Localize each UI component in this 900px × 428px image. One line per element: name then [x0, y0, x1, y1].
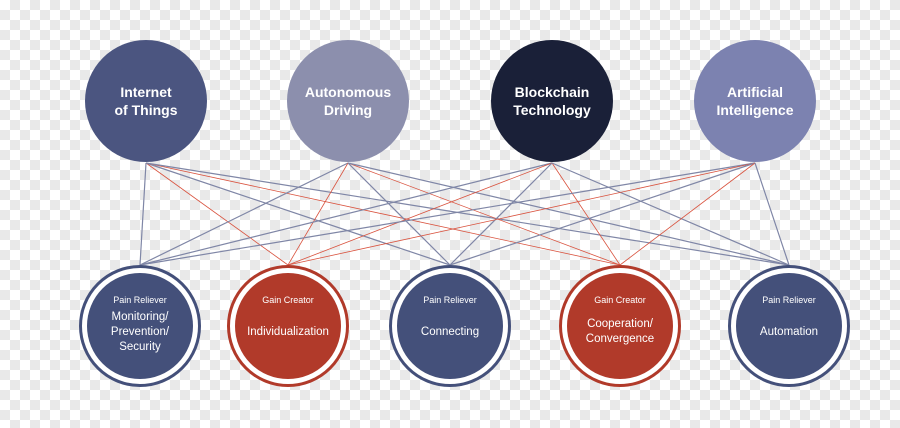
- outcome-label: Cooperation/ Convergence: [585, 318, 655, 345]
- outcome-type: Pain Reliever: [762, 295, 816, 305]
- connector-line: [449, 162, 553, 266]
- connector-line: [754, 162, 790, 266]
- connector-line: [347, 162, 790, 266]
- connector-line: [287, 162, 553, 266]
- outcome-label: Automation: [759, 325, 819, 338]
- connector-line: [139, 162, 349, 266]
- connector-line: [287, 162, 756, 266]
- tech-label-autonomous-driving: Autonomous Driving: [304, 84, 392, 118]
- outcome-node-individualization: Gain Creator Individualization: [227, 265, 349, 387]
- outcome-label: Individualization: [247, 325, 329, 338]
- tech-label-iot: Internet of Things: [114, 84, 178, 118]
- outcome-node-connecting: Pain Reliever Connecting: [389, 265, 511, 387]
- tech-node-iot: Internet of Things: [85, 40, 207, 162]
- connector-line: [139, 162, 147, 266]
- outcome-node-automation: Pain Reliever Automation: [728, 265, 850, 387]
- connector-line: [145, 162, 451, 266]
- connector-line: [145, 162, 790, 266]
- connector-line: [347, 162, 621, 266]
- connector-line: [139, 162, 756, 266]
- connector-line: [551, 162, 621, 266]
- outcome-node-monitoring: Pain Reliever Monitoring/ Prevention/ Se…: [79, 265, 201, 387]
- outcome-type: Pain Reliever: [423, 295, 477, 305]
- connector-line: [449, 162, 756, 266]
- outcome-type: Gain Creator: [262, 295, 314, 305]
- connector-line: [551, 162, 790, 266]
- connector-line: [347, 162, 451, 266]
- outcome-node-cooperation: Gain Creator Cooperation/ Convergence: [559, 265, 681, 387]
- connector-line: [287, 162, 349, 266]
- outcome-type: Gain Creator: [594, 295, 646, 305]
- tech-label-blockchain: Blockchain Technology: [513, 84, 591, 118]
- tech-node-autonomous-driving: Autonomous Driving: [287, 40, 409, 162]
- connector-line: [139, 162, 553, 266]
- connector-line: [619, 162, 756, 266]
- outcome-type: Pain Reliever: [113, 295, 167, 305]
- tech-label-ai: Artificial Intelligence: [716, 84, 794, 118]
- outcome-label: Connecting: [420, 325, 480, 338]
- connector-line: [145, 162, 289, 266]
- connector-line: [145, 162, 621, 266]
- tech-node-ai: Artificial Intelligence: [694, 40, 816, 162]
- outcome-label: Monitoring/ Prevention/ Security: [110, 310, 170, 353]
- tech-node-blockchain: Blockchain Technology: [491, 40, 613, 162]
